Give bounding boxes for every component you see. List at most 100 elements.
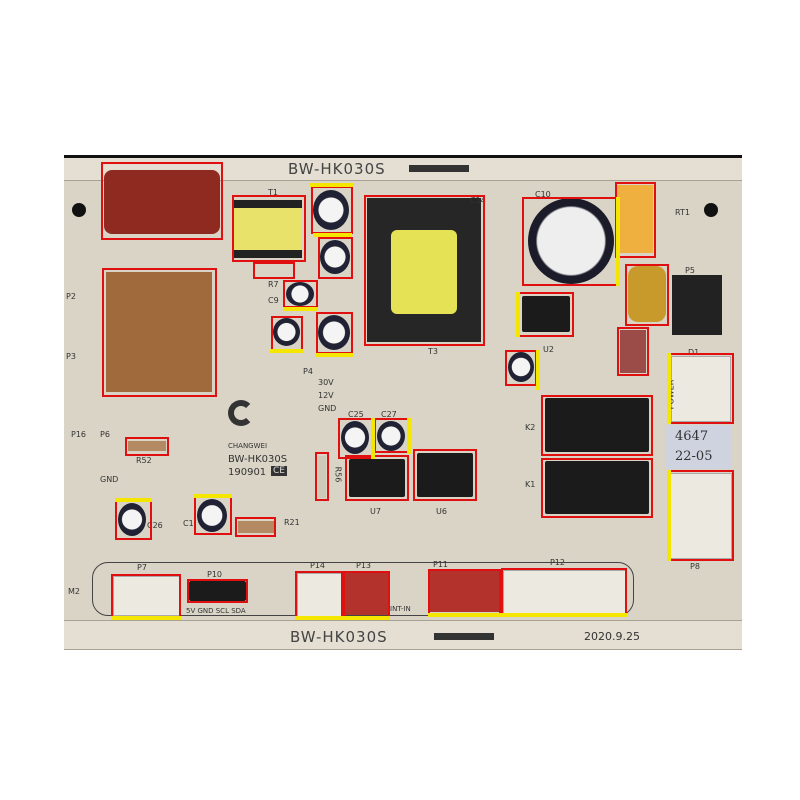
label-r52: R52 xyxy=(136,456,152,465)
label-k1: K1 xyxy=(525,480,536,489)
annotation-box xyxy=(541,395,653,456)
transformer-t3 xyxy=(367,198,481,342)
x-capacitor xyxy=(104,170,220,234)
marker xyxy=(115,498,152,502)
label-t3: T3 xyxy=(428,347,438,356)
annotation-box xyxy=(522,197,618,286)
annotation-box xyxy=(102,268,217,397)
ce-mark: CE xyxy=(271,466,287,476)
annotation-box xyxy=(315,452,329,501)
mount-hole xyxy=(72,203,86,217)
annotation-box xyxy=(374,418,410,453)
label-r7: R7 xyxy=(268,280,279,289)
marker xyxy=(371,418,375,459)
resistor-r21 xyxy=(238,521,274,533)
changwei-logo xyxy=(228,400,254,426)
relay-k2 xyxy=(545,398,649,452)
annotation-box xyxy=(316,312,353,354)
connector-d1 xyxy=(671,356,731,422)
annotation-box xyxy=(617,327,649,376)
date: 2020.9.25 xyxy=(584,630,640,643)
ic-u6 xyxy=(417,453,473,497)
capacitor xyxy=(313,190,349,230)
capacitor xyxy=(318,315,350,350)
top-strip xyxy=(64,158,742,181)
label-p2: P2 xyxy=(66,292,76,301)
label-c25: C25 xyxy=(348,410,364,419)
marker xyxy=(283,307,318,311)
capacitor-c25 xyxy=(341,421,369,454)
annotation-box xyxy=(625,264,669,326)
model-bottom: BW-HK030S xyxy=(290,628,388,646)
label-p4: P4 xyxy=(303,367,313,376)
label-p6: P6 xyxy=(100,430,110,439)
marker xyxy=(111,616,181,620)
marker xyxy=(667,353,671,424)
y-capacitor xyxy=(628,266,666,322)
connector-p11 xyxy=(430,570,499,612)
label-u7: U7 xyxy=(370,507,381,516)
label-p14: P14 xyxy=(310,561,326,570)
common-mode-choke xyxy=(106,272,212,392)
label-int-in: INT-IN xyxy=(390,605,411,613)
capacitor xyxy=(320,240,350,274)
brand-model: BW-HK030S xyxy=(228,454,288,465)
label-m2: M2 xyxy=(68,587,80,596)
capacitor-c27 xyxy=(377,421,405,451)
annotation-box xyxy=(668,353,734,424)
label-p12: P12 xyxy=(550,558,566,567)
annotation-box xyxy=(343,571,390,618)
label-30v: 30V xyxy=(318,378,334,387)
annotation-box xyxy=(194,496,232,535)
annotation-box xyxy=(501,568,627,615)
capacitor-c26 xyxy=(118,503,146,536)
arrow-icon xyxy=(409,165,469,172)
label-c27: C27 xyxy=(381,410,397,419)
marker xyxy=(313,233,352,237)
marker xyxy=(616,197,620,286)
annotation-box xyxy=(187,579,248,603)
annotation-box xyxy=(235,517,276,537)
marker xyxy=(407,418,411,454)
connector-outline xyxy=(92,562,634,616)
resistor-r52 xyxy=(128,441,166,451)
annotation-box xyxy=(541,458,653,518)
annotation-box xyxy=(428,569,501,616)
label-u2: U2 xyxy=(543,345,554,354)
marker xyxy=(295,616,390,620)
arrow-icon xyxy=(434,633,494,640)
marker xyxy=(428,613,627,617)
connector-p13 xyxy=(345,573,388,615)
connector-p8 xyxy=(670,473,732,559)
model-top: BW-HK030S xyxy=(288,160,386,178)
connector-p7 xyxy=(113,576,181,616)
label-d1: D1 xyxy=(688,348,700,357)
marker xyxy=(316,353,353,357)
marker xyxy=(536,350,540,390)
marker xyxy=(516,292,520,337)
label-rt1: RT1 xyxy=(675,208,690,217)
annotation-box xyxy=(111,574,181,618)
thermistor-rt1 xyxy=(617,185,653,253)
resistor-r56 xyxy=(318,456,326,498)
marker xyxy=(270,349,303,353)
label-p10: P10 xyxy=(207,570,223,579)
brand-text: CHANGWEI xyxy=(228,442,268,450)
marker xyxy=(310,183,354,187)
annotation-box xyxy=(253,262,295,279)
label-p8: P8 xyxy=(690,562,700,571)
annotation-box xyxy=(516,292,574,337)
label-r21: R21 xyxy=(284,518,300,527)
annotation-box xyxy=(318,237,353,279)
annotation-box xyxy=(338,418,373,459)
label-c1: C1 xyxy=(183,519,194,528)
label-p13: P13 xyxy=(356,561,372,570)
capacitor-c9 xyxy=(286,282,314,306)
marker xyxy=(667,470,671,561)
label-u6: U6 xyxy=(436,507,447,516)
annotation-box xyxy=(615,182,656,258)
capacitor xyxy=(273,318,300,346)
annotation-box xyxy=(311,186,353,234)
label-p3: P3 xyxy=(66,352,76,361)
transformer-t1 xyxy=(234,200,302,258)
